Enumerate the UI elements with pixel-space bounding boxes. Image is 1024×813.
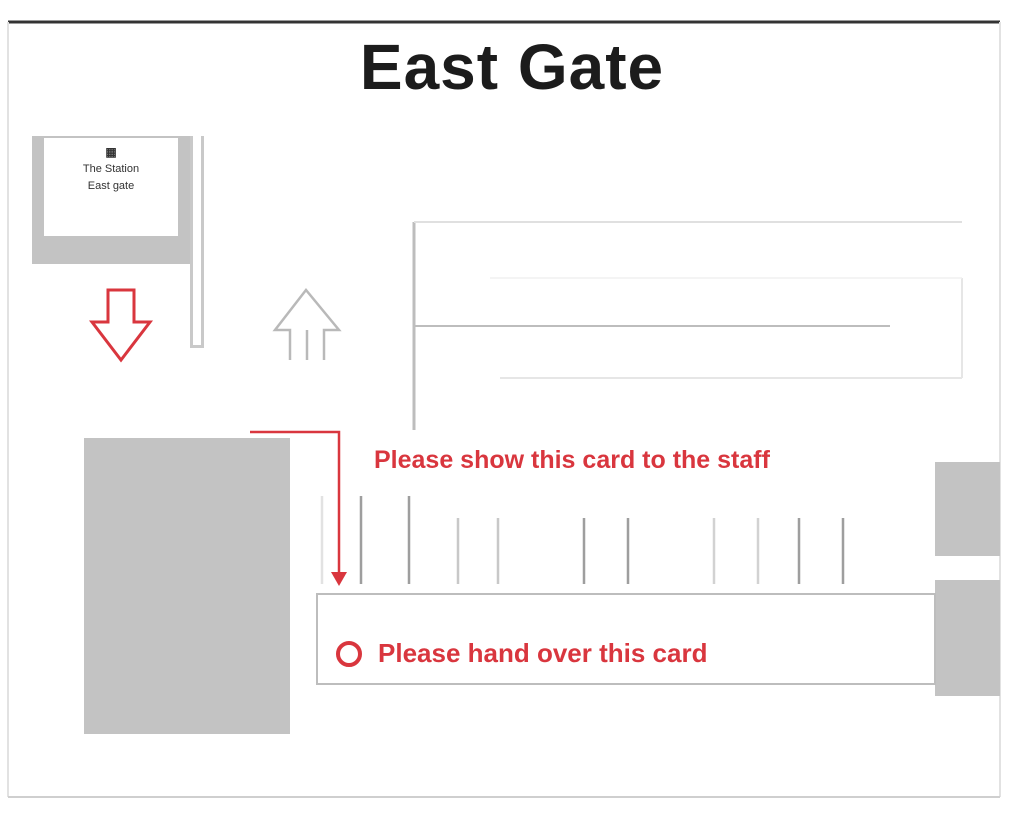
route-arrowhead (331, 572, 347, 586)
gray-block-left (84, 438, 290, 734)
sign-line-2: East gate (87, 180, 135, 192)
hand-over-instruction: Please hand over this card (378, 638, 708, 668)
gray-block-right-bottom (935, 580, 1000, 696)
ticket-gates (320, 496, 845, 584)
gray-block-right-top (935, 462, 1000, 556)
ring-icon (336, 640, 362, 667)
building-icon: ▦ (105, 145, 117, 159)
route-path (250, 430, 341, 578)
up-arrow-icon (272, 287, 342, 360)
down-arrow-icon (88, 288, 154, 363)
hand-over-instruction-row: Please hand over this card (336, 638, 707, 669)
show-card-instruction: Please show this card to the staff (374, 446, 770, 474)
map-title: East Gate (359, 31, 665, 103)
card-area (316, 593, 936, 685)
sign-line-1: The Station (82, 163, 140, 175)
station-sign: ▦ The Station East gate (44, 138, 178, 236)
